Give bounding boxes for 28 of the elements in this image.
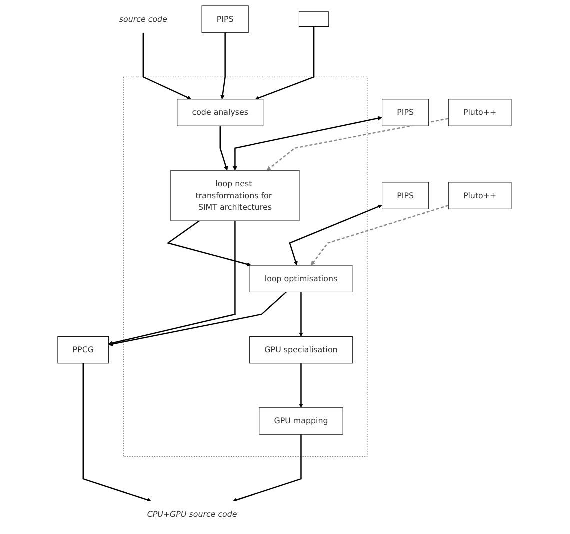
arrow <box>299 363 304 408</box>
arrow <box>167 220 252 267</box>
node-box <box>58 336 110 364</box>
node-box <box>170 170 300 222</box>
arrow <box>311 205 450 266</box>
node-box <box>448 182 512 210</box>
arrow <box>108 292 288 346</box>
arrow <box>143 32 192 100</box>
arrow <box>289 204 383 266</box>
cluster <box>124 76 368 458</box>
arrow <box>83 363 152 502</box>
arrow <box>233 116 383 171</box>
node-box <box>202 6 250 33</box>
node-box <box>259 408 344 435</box>
arrow <box>220 32 226 100</box>
node-box <box>177 99 264 126</box>
node-box <box>250 336 354 364</box>
node-box <box>382 99 430 126</box>
arrow <box>267 118 450 171</box>
node-box <box>250 265 353 292</box>
arrow <box>233 434 302 502</box>
node-box <box>448 99 512 126</box>
arrow <box>220 126 229 171</box>
arrow <box>256 26 315 100</box>
node-box <box>299 12 330 27</box>
arrow <box>108 221 236 346</box>
arrow <box>299 292 304 337</box>
node-box <box>382 182 430 210</box>
